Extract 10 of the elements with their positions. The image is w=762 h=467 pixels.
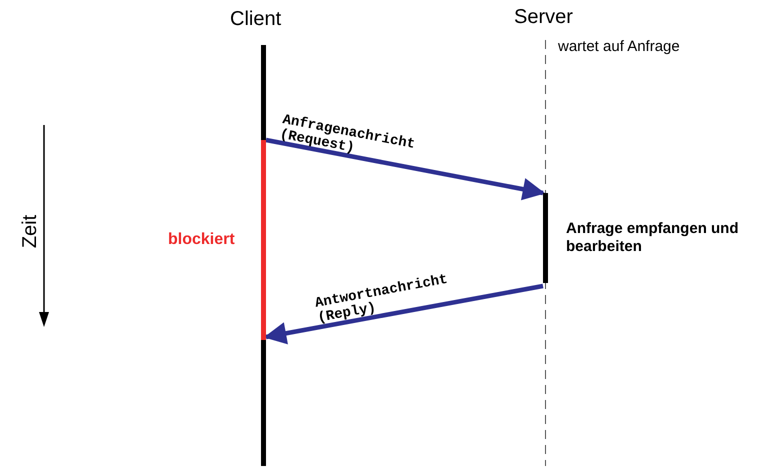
- activation-bar: [543, 193, 548, 283]
- annotation: Anfrage empfangen und bearbeiten: [566, 220, 740, 256]
- text-label: Server: [514, 6, 573, 29]
- message-arrow: [266, 138, 546, 200]
- activation-bar: [261, 140, 266, 340]
- annotation: blockiert: [168, 230, 236, 250]
- message-arrow: [264, 284, 544, 344]
- text-label: wartet auf Anfrage: [558, 38, 680, 55]
- axis-label: Zeit: [19, 214, 42, 248]
- text-label: Client: [230, 8, 282, 31]
